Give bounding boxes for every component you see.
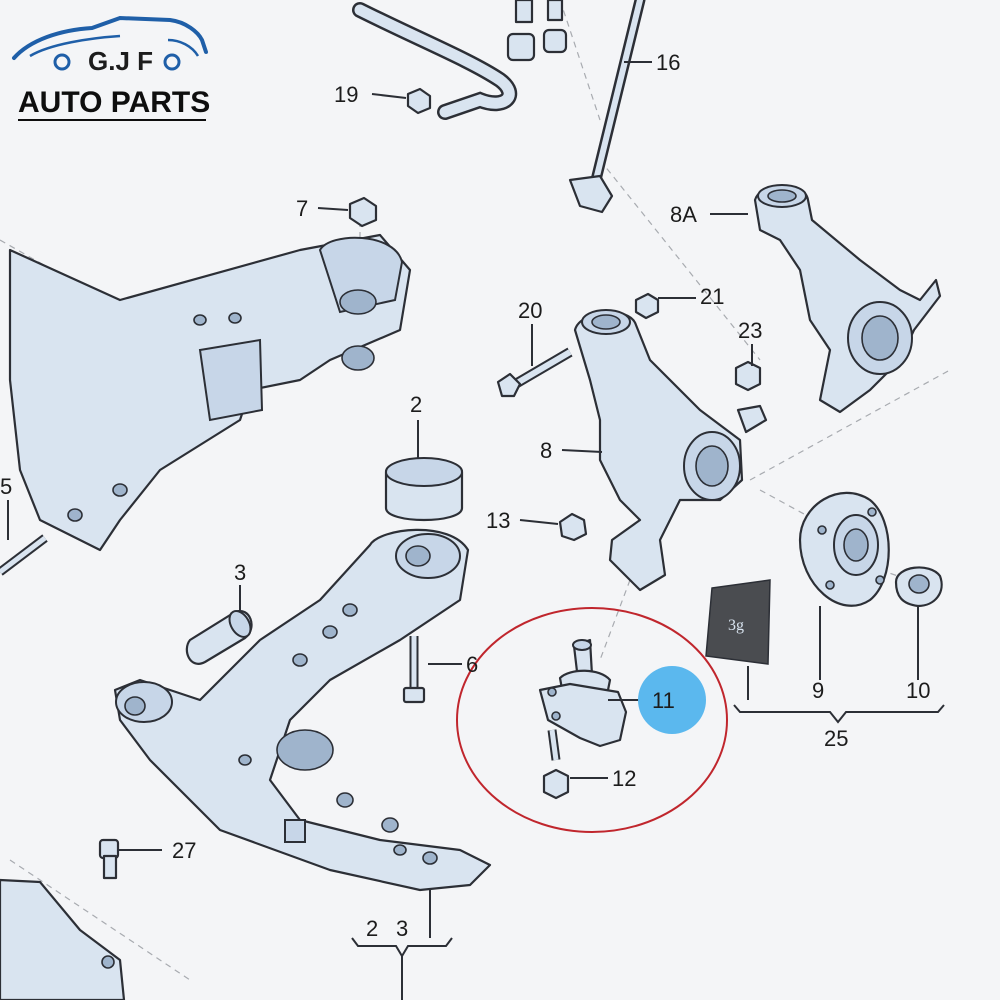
nut-19: [406, 87, 432, 115]
label-6: 6: [466, 652, 478, 677]
nut-12: [542, 768, 570, 800]
label-group-3: 3: [396, 916, 408, 941]
nut-13: [558, 512, 588, 542]
bolt-5: [0, 534, 48, 576]
label-16: 16: [656, 50, 680, 75]
label-11: 11: [652, 688, 675, 713]
label-3: 3: [234, 560, 246, 585]
nut-21: [634, 292, 660, 320]
label-27: 27: [172, 838, 196, 863]
ball-joint-11: [538, 638, 628, 761]
bushing-2: [384, 457, 464, 522]
wheel-bearing-housing-8a: [753, 184, 942, 414]
label-13: 13: [486, 508, 510, 533]
stabilizer-bar: [352, 0, 568, 120]
logo-brand: G.J F: [88, 46, 153, 76]
control-arm: [113, 528, 492, 892]
leader-lines: [7, 61, 945, 1000]
label-19: 19: [334, 82, 358, 107]
wheel-hub-9: [798, 491, 890, 607]
label-8: 8: [540, 438, 552, 463]
nut-7: [348, 196, 378, 228]
grease-packet-text: 3g: [728, 617, 744, 634]
bolt-6: [402, 636, 426, 704]
highlight-badge: [638, 666, 706, 734]
subframe: [8, 233, 412, 552]
highlight-circle: [456, 607, 728, 833]
label-20: 20: [518, 298, 542, 323]
part-labels: 16 19 7 8A 21 20 23 2 8 5 13 3 6 11 12 9…: [0, 50, 930, 941]
hub-nut-10: [894, 566, 943, 608]
label-25: 25: [824, 726, 848, 751]
nut-23: [734, 360, 762, 392]
label-7: 7: [296, 196, 308, 221]
label-group-2: 2: [366, 916, 378, 941]
coupling-rod: [568, 0, 646, 214]
label-12: 12: [612, 766, 636, 791]
bushing-3: [185, 609, 253, 665]
label-23: 23: [738, 318, 762, 343]
grease-packet: 3g: [705, 579, 771, 665]
steering-rack-partial: [0, 878, 126, 1000]
wheel-bearing-housing-8: [573, 309, 768, 592]
label-5: 5: [0, 474, 12, 499]
label-2: 2: [410, 392, 422, 417]
bolt-27: [98, 838, 120, 880]
label-9: 9: [812, 678, 824, 703]
brand-logo: G.J F AUTO PARTS: [12, 15, 210, 121]
label-8a: 8A: [670, 202, 697, 227]
label-21: 21: [700, 284, 724, 309]
car-silhouette-icon: [12, 15, 208, 60]
bolt-20: [496, 347, 573, 398]
label-10: 10: [906, 678, 930, 703]
logo-tagline: AUTO PARTS: [18, 86, 210, 119]
